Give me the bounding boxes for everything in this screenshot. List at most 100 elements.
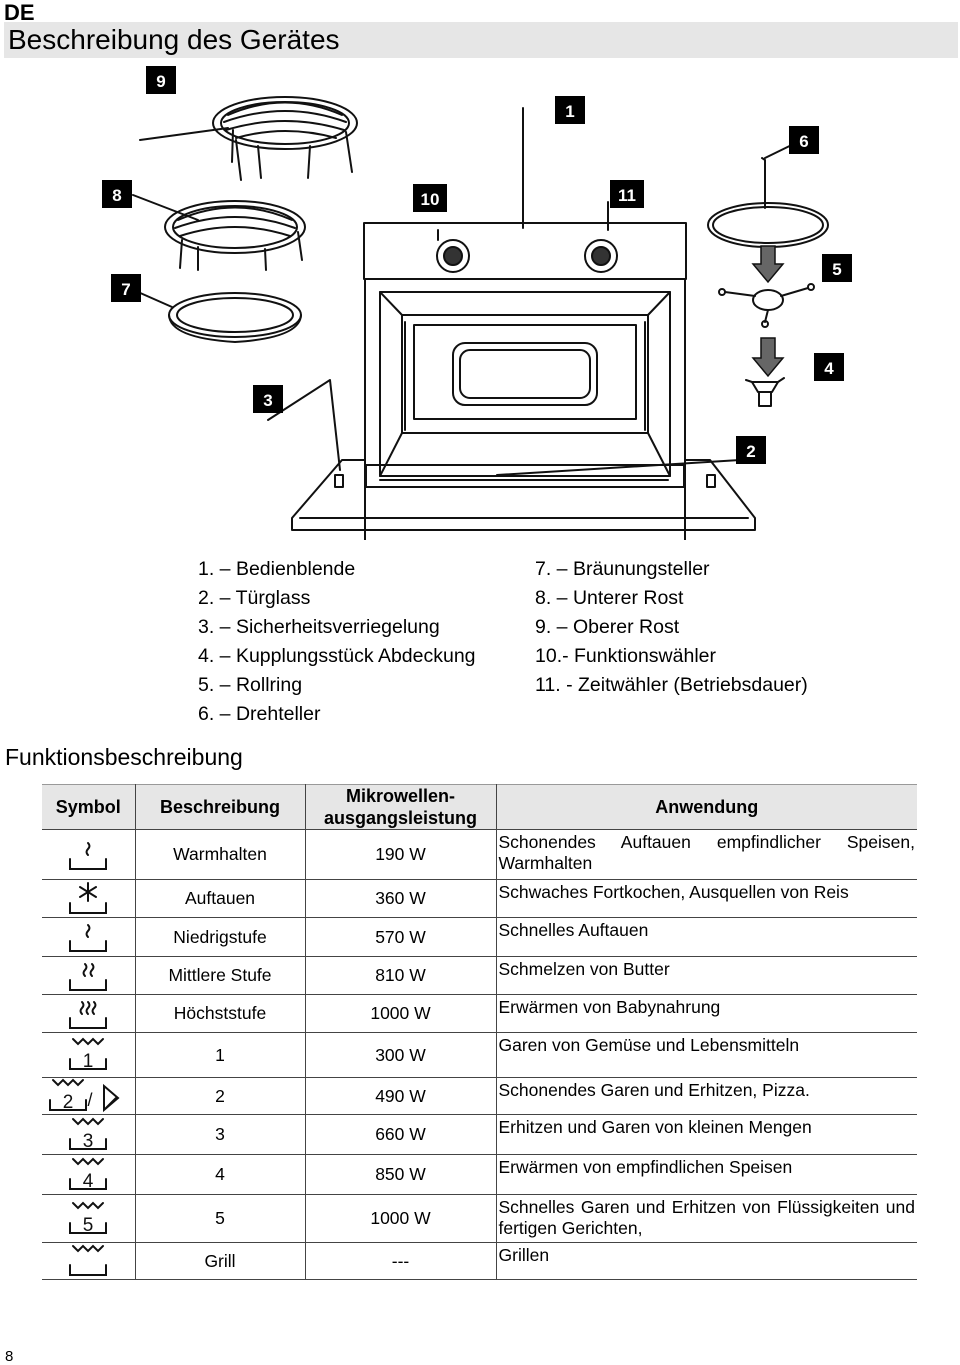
header-symbol: Symbol <box>42 784 136 830</box>
callout-3: 3 <box>253 385 283 413</box>
cell-anwendung: Schonendes Auftauen empfindlicher Speise… <box>496 829 917 880</box>
page-title: Beschreibung des Gerätes <box>8 24 340 55</box>
svg-text:6: 6 <box>799 132 808 151</box>
combi-grill-icon: 4 <box>69 1157 108 1192</box>
cell-symbol: 2/ <box>42 1077 136 1115</box>
svg-text:/: / <box>88 1090 93 1110</box>
svg-text:10: 10 <box>421 190 440 209</box>
microwave-wave-2-icon <box>69 962 108 991</box>
svg-text:4: 4 <box>824 359 834 378</box>
cell-anwendung: Erhitzen und Garen von kleinen Mengen <box>496 1114 917 1155</box>
callout-8: 8 <box>102 180 132 208</box>
combi-grill-icon: 1 <box>69 1037 108 1072</box>
cell-beschreibung: 5 <box>135 1194 306 1243</box>
part-item: 9. – Oberer Rost <box>535 616 680 638</box>
svg-text:9: 9 <box>156 72 165 91</box>
grill-icon <box>69 1244 108 1276</box>
callout-2: 2 <box>736 436 766 464</box>
part-item: 6. – Drehteller <box>198 703 321 725</box>
coupler-drawing <box>745 377 785 407</box>
svg-text:5: 5 <box>832 260 841 279</box>
part-item: 2. – Türglass <box>198 587 311 609</box>
section-title: Funktionsbeschreibung <box>5 744 243 770</box>
cell-beschreibung: Grill <box>135 1242 306 1280</box>
cell-anwendung: Schnelles Garen und Erhitzen von Flüssig… <box>496 1194 917 1243</box>
cell-symbol <box>42 829 136 880</box>
oven-body-drawing <box>291 222 756 540</box>
cell-anwendung: Schwaches Fortkochen, Ausquellen von Rei… <box>496 879 917 918</box>
cell-symbol: 3 <box>42 1114 136 1155</box>
part-item: 11. - Zeitwähler (Betriebsdauer) <box>535 674 808 696</box>
roller-ring-drawing <box>718 283 815 328</box>
cell-leistung: 190 W <box>305 829 497 880</box>
callout-10: 10 <box>413 184 447 212</box>
svg-text:5: 5 <box>83 1215 94 1236</box>
cell-symbol <box>42 956 136 995</box>
microwave-wave-1-icon <box>69 841 108 870</box>
cell-leistung: 850 W <box>305 1154 497 1195</box>
svg-text:8: 8 <box>112 186 121 205</box>
svg-text:3: 3 <box>83 1131 94 1152</box>
callout-1: 1 <box>555 96 585 124</box>
cell-leistung: 570 W <box>305 917 497 957</box>
cell-symbol <box>42 994 136 1033</box>
table-row: Grill---Grillen <box>42 1242 917 1280</box>
cell-leistung: 1000 W <box>305 1194 497 1243</box>
cell-leistung: 300 W <box>305 1032 497 1078</box>
cell-beschreibung: 1 <box>135 1032 306 1078</box>
microwave-wave-3-icon <box>69 1000 108 1029</box>
browning-plate-drawing <box>168 292 302 343</box>
svg-text:1: 1 <box>565 102 574 121</box>
cell-anwendung: Erwärmen von Babynahrung <box>496 994 917 1033</box>
part-item: 5. – Rollring <box>198 674 303 696</box>
svg-text:4: 4 <box>83 1171 94 1192</box>
cell-leistung: --- <box>305 1242 497 1280</box>
appliance-diagram: 9 1 6 8 10 11 7 5 4 3 2 <box>102 66 852 540</box>
part-item: 1. – Bedienblende <box>198 558 356 580</box>
cell-anwendung: Erwärmen von empfindlichen Speisen <box>496 1154 917 1195</box>
header-anwendung: Anwendung <box>496 784 917 830</box>
cell-leistung: 660 W <box>305 1114 497 1155</box>
parts-list-right: 7. – Bräunungsteller 8. – Unterer Rost 9… <box>535 555 808 700</box>
turntable-drawing <box>707 202 829 248</box>
svg-text:11: 11 <box>618 186 636 205</box>
header-beschreibung: Beschreibung <box>135 784 306 830</box>
cell-beschreibung: 3 <box>135 1114 306 1155</box>
part-item: 10.- Funktionswähler <box>535 645 717 667</box>
part-item: 3. – Sicherheitsverriegelung <box>198 616 440 638</box>
cell-anwendung: Schonendes Garen und Erhitzen, Pizza. <box>496 1077 917 1115</box>
combi-grill-pizza-icon: 2/ <box>49 1078 120 1113</box>
microwave-wave-1-icon <box>69 924 108 952</box>
cell-leistung: 810 W <box>305 956 497 995</box>
cell-beschreibung: Mittlere Stufe <box>135 956 306 995</box>
header-leistung: Mikrowellen- ausgangsleistung <box>305 784 497 830</box>
part-item: 4. – Kupplungsstück Abdeckung <box>198 645 476 667</box>
title-bar: Beschreibung des Gerätes <box>4 22 958 58</box>
callout-4: 4 <box>814 353 844 381</box>
cell-beschreibung: Warmhalten <box>135 829 306 880</box>
svg-text:7: 7 <box>121 280 130 299</box>
part-item: 8. – Unterer Rost <box>535 587 684 609</box>
cell-beschreibung: Höchststufe <box>135 994 306 1033</box>
cell-anwendung: Garen von Gemüse und Lebensmitteln <box>496 1032 917 1078</box>
cell-anwendung: Schnelles Auftauen <box>496 917 917 957</box>
language-code: DE <box>4 0 35 25</box>
combi-grill-icon: 3 <box>69 1117 108 1152</box>
combi-grill-icon: 5 <box>69 1201 108 1236</box>
function-table: Symbol Beschreibung Mikrowellen- ausgang… <box>42 784 917 1280</box>
table-header-row: Symbol Beschreibung Mikrowellen- ausgang… <box>42 784 917 830</box>
lower-rack-drawing <box>164 200 306 271</box>
svg-text:2: 2 <box>746 442 755 461</box>
cell-beschreibung: 2 <box>135 1077 306 1115</box>
svg-text:3: 3 <box>263 391 272 410</box>
cell-symbol <box>42 917 136 957</box>
cell-leistung: 1000 W <box>305 994 497 1033</box>
